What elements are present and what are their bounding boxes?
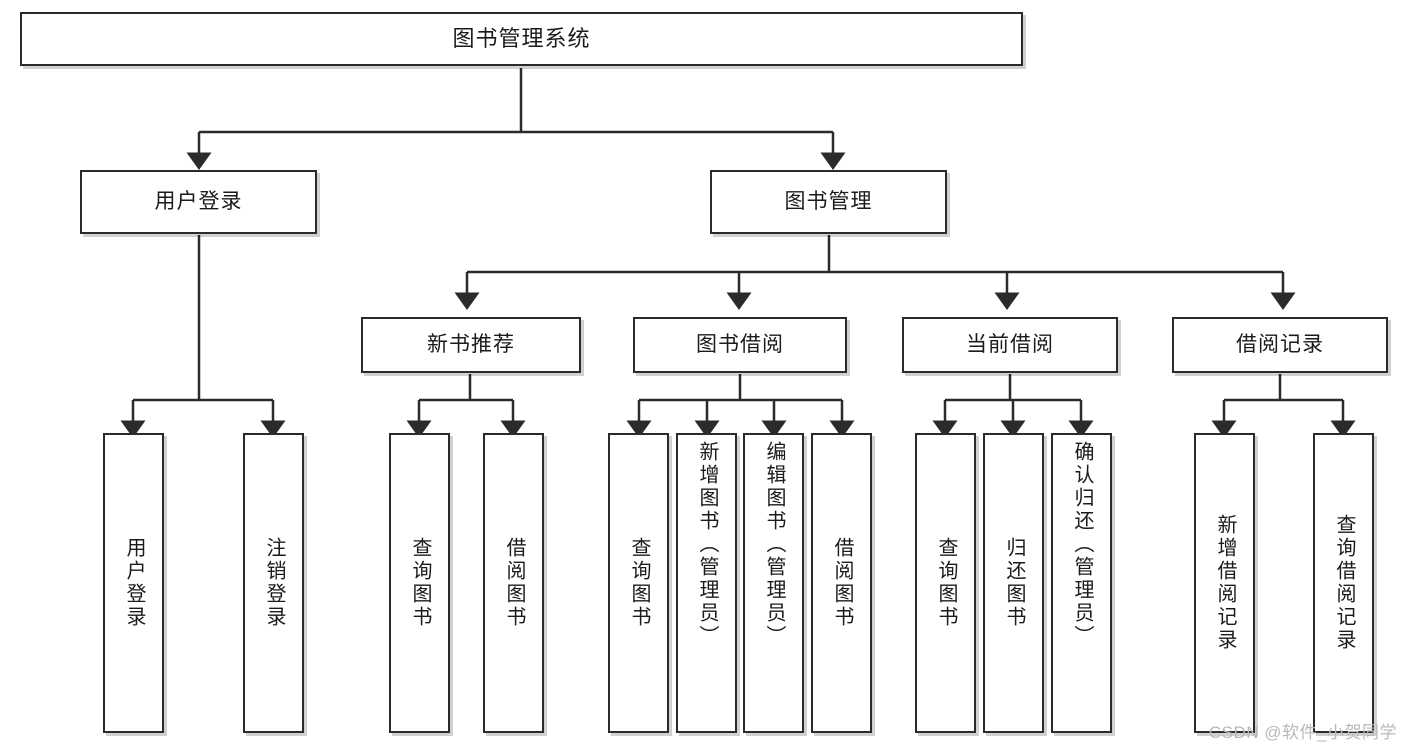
node-book-borrow[interactable]: 图书借阅: [633, 317, 847, 373]
leaf-current-borrow-return[interactable]: 归还图书: [983, 433, 1044, 733]
node-book-management-label: 图书管理: [784, 189, 873, 213]
leaf-new-book-borrow[interactable]: 借阅图书: [483, 433, 544, 733]
leaf-label: 新增借阅记录: [1214, 514, 1236, 652]
node-new-book-recommend-label: 新书推荐: [427, 332, 515, 356]
leaf-label: 确认归还（管理员）: [1071, 441, 1093, 648]
leaf-label: 查询图书: [628, 537, 650, 629]
leaf-label: 归还图书: [1003, 537, 1025, 629]
node-new-book-recommend[interactable]: 新书推荐: [361, 317, 581, 373]
leaf-current-borrow-query[interactable]: 查询图书: [915, 433, 976, 733]
node-book-management[interactable]: 图书管理: [710, 170, 947, 234]
leaf-label: 编辑图书（管理员）: [763, 441, 785, 648]
leaf-current-borrow-confirm-return[interactable]: 确认归还（管理员）: [1051, 433, 1112, 733]
watermark-text: CSDN @软件_小贺同学: [1208, 723, 1397, 742]
node-root-label: 图书管理系统: [452, 26, 591, 52]
leaf-label: 用户登录: [123, 537, 145, 629]
leaf-user-login-login[interactable]: 用户登录: [103, 433, 164, 733]
leaf-label: 查询图书: [409, 537, 431, 629]
leaf-user-login-logout[interactable]: 注销登录: [243, 433, 304, 733]
leaf-label: 查询图书: [935, 537, 957, 629]
leaf-book-borrow-add[interactable]: 新增图书（管理员）: [676, 433, 737, 733]
leaf-borrow-record-add[interactable]: 新增借阅记录: [1194, 433, 1255, 733]
node-user-login[interactable]: 用户登录: [80, 170, 317, 234]
leaf-borrow-record-query[interactable]: 查询借阅记录: [1313, 433, 1374, 733]
leaf-label: 新增图书（管理员）: [696, 441, 718, 648]
node-borrow-record[interactable]: 借阅记录: [1172, 317, 1388, 373]
leaf-new-book-query[interactable]: 查询图书: [389, 433, 450, 733]
leaf-label: 查询借阅记录: [1333, 514, 1355, 652]
node-borrow-record-label: 借阅记录: [1236, 332, 1324, 356]
leaf-book-borrow-borrow[interactable]: 借阅图书: [811, 433, 872, 733]
leaf-book-borrow-query[interactable]: 查询图书: [608, 433, 669, 733]
leaf-label: 借阅图书: [831, 537, 853, 629]
leaf-label: 借阅图书: [503, 537, 525, 629]
node-root-system[interactable]: 图书管理系统: [20, 12, 1023, 66]
leaf-book-borrow-edit[interactable]: 编辑图书（管理员）: [743, 433, 804, 733]
node-user-login-label: 用户登录: [154, 189, 243, 213]
node-book-borrow-label: 图书借阅: [696, 332, 784, 356]
node-current-borrow-label: 当前借阅: [966, 332, 1054, 356]
node-current-borrow[interactable]: 当前借阅: [902, 317, 1118, 373]
leaf-label: 注销登录: [263, 537, 285, 629]
